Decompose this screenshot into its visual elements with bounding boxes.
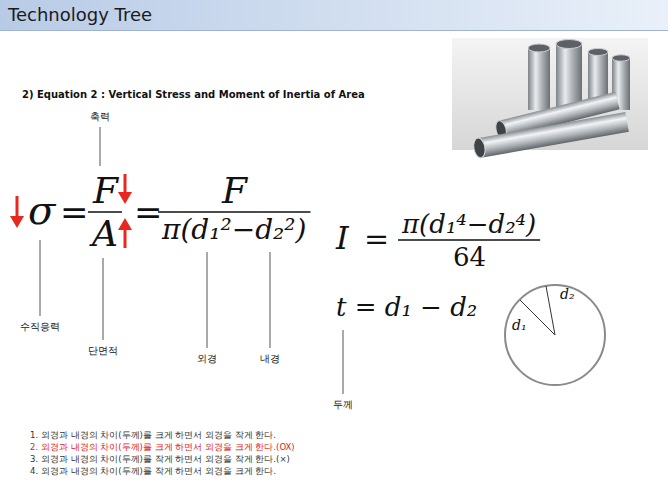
fraction-bar — [398, 239, 540, 241]
equation-term: 64 — [453, 244, 486, 270]
fraction-bar — [88, 211, 122, 213]
header-rule — [0, 30, 668, 31]
slide-title: Technology Tree — [8, 6, 152, 24]
term-label: 두께 — [333, 400, 353, 410]
equation-symbol: I — [336, 222, 349, 254]
equation-symbol: A — [92, 216, 118, 252]
term-label: 단면적 — [88, 346, 118, 356]
equation-symbol: = — [364, 224, 389, 254]
fraction-bar — [158, 211, 310, 213]
note-item: 4. 외경과 내경의 차이(두께)를 작게 하면서 외경을 크게 한다. — [30, 467, 276, 476]
pipes-photo — [452, 38, 648, 159]
equation-symbol: σ — [28, 190, 55, 230]
pipe-section — [505, 285, 605, 385]
dimension-label: d₂ — [560, 287, 575, 301]
term-label: 수직응력 — [20, 322, 60, 332]
section-heading: 2) Equation 2 : Vertical Stress and Mome… — [22, 90, 365, 100]
equation-symbol: = — [134, 195, 163, 229]
dimension-label: d₁ — [512, 318, 527, 332]
header-band — [0, 0, 668, 30]
equation-term: t = d₁ − d₂ — [336, 294, 477, 320]
note-item: 1. 외경과 내경의 차이(두께)를 크게 하면서 외경을 작게 한다. — [30, 431, 276, 440]
equation-symbol: F — [222, 173, 247, 209]
term-label: 내경 — [260, 354, 280, 364]
note-item: 2. 외경과 내경의 차이(두께)를 크게 하면서 외경을 크게 한다.(OX) — [30, 443, 295, 452]
equation-symbol: F — [93, 173, 118, 209]
term-label: 축력 — [90, 112, 110, 122]
term-label: 외경 — [197, 354, 217, 364]
leader-lines — [40, 127, 343, 394]
note-item: 3. 외경과 내경의 차이(두께)를 작게 하면서 외경을 작게 한다.(×) — [30, 455, 290, 464]
equation-symbol: = — [60, 195, 89, 229]
equation-term: π(d₁⁴−d₂⁴) — [402, 211, 536, 237]
equation-term: π(d₁²−d₂²) — [162, 216, 306, 244]
